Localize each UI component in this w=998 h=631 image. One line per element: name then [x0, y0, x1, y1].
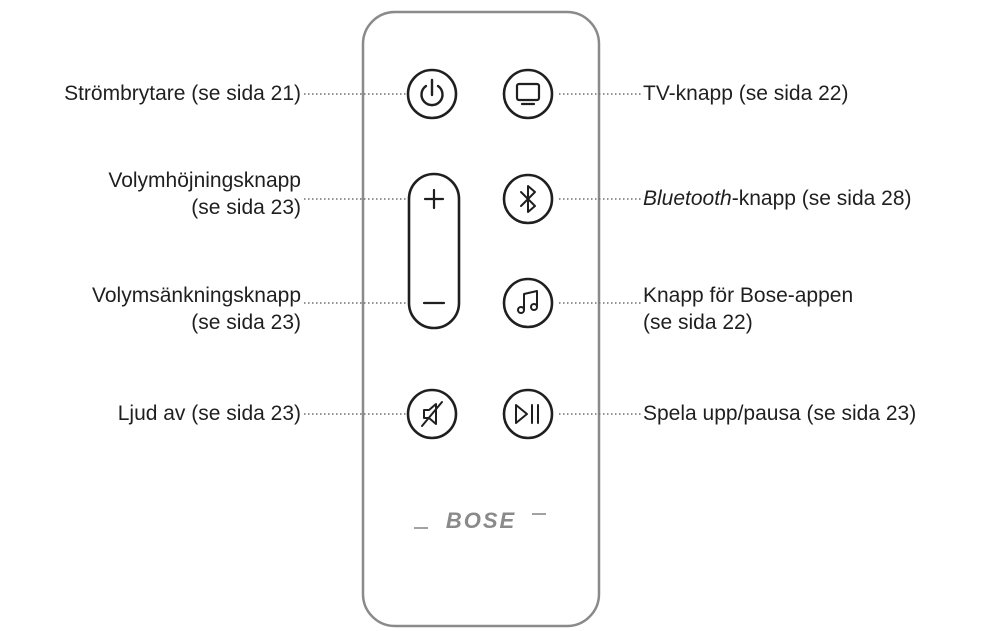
power-button[interactable] — [406, 68, 458, 120]
power-icon — [420, 78, 444, 107]
label-bose-app-line1: Knapp för Bose-appen — [643, 284, 854, 307]
label-mute-text: Ljud av (se sida 23) — [117, 402, 301, 425]
label-volume-down-line2: (se sida 23) — [191, 311, 301, 334]
bose-logo: BOSE — [414, 508, 546, 533]
label-volume-up-line2: (se sida 23) — [191, 196, 301, 219]
label-power-text: Strömbrytare (se sida 21) — [64, 82, 301, 105]
volume-up-button[interactable] — [411, 176, 457, 236]
tv-button[interactable] — [502, 68, 554, 120]
leader-lines — [304, 93, 642, 415]
volume-down-button[interactable] — [411, 270, 457, 326]
label-bose-app-line2: (se sida 22) — [643, 311, 753, 334]
label-power: Strömbrytare (se sida 21) — [64, 80, 301, 107]
bluetooth-icon — [520, 185, 536, 213]
music-note-icon — [517, 290, 538, 314]
label-volume-up-line1: Volymhöjningsknapp — [108, 169, 301, 192]
label-bluetooth-rest: -knapp (se sida 28) — [731, 187, 912, 210]
label-bluetooth-italic: Bluetooth — [643, 187, 732, 210]
volume-rocker — [407, 172, 461, 330]
bluetooth-button[interactable] — [502, 173, 554, 225]
tv-icon — [515, 82, 541, 106]
mute-button[interactable] — [406, 388, 458, 440]
label-tv: TV-knapp (se sida 22) — [643, 80, 848, 107]
bose-app-button[interactable] — [502, 277, 554, 329]
label-volume-up: Volymhöjningsknapp (se sida 23) — [108, 167, 301, 221]
label-bluetooth: Bluetooth-knapp (se sida 28) — [643, 185, 912, 212]
bose-logo-text: BOSE — [446, 508, 516, 533]
label-volume-down: Volymsänkningsknapp (se sida 23) — [92, 282, 301, 336]
label-bose-app: Knapp för Bose-appen (se sida 22) — [643, 282, 853, 336]
remote-body — [361, 10, 601, 628]
label-mute: Ljud av (se sida 23) — [118, 400, 301, 427]
play-pause-icon — [515, 404, 539, 424]
label-play-pause: Spela upp/pausa (se sida 23) — [643, 400, 916, 427]
label-play-pause-text: Spela upp/pausa (se sida 23) — [643, 402, 917, 425]
mute-icon — [421, 401, 443, 427]
play-pause-button[interactable] — [502, 388, 554, 440]
label-volume-down-line1: Volymsänkningsknapp — [92, 284, 301, 307]
plus-icon — [423, 188, 445, 210]
label-tv-text: TV-knapp (se sida 22) — [643, 82, 849, 105]
